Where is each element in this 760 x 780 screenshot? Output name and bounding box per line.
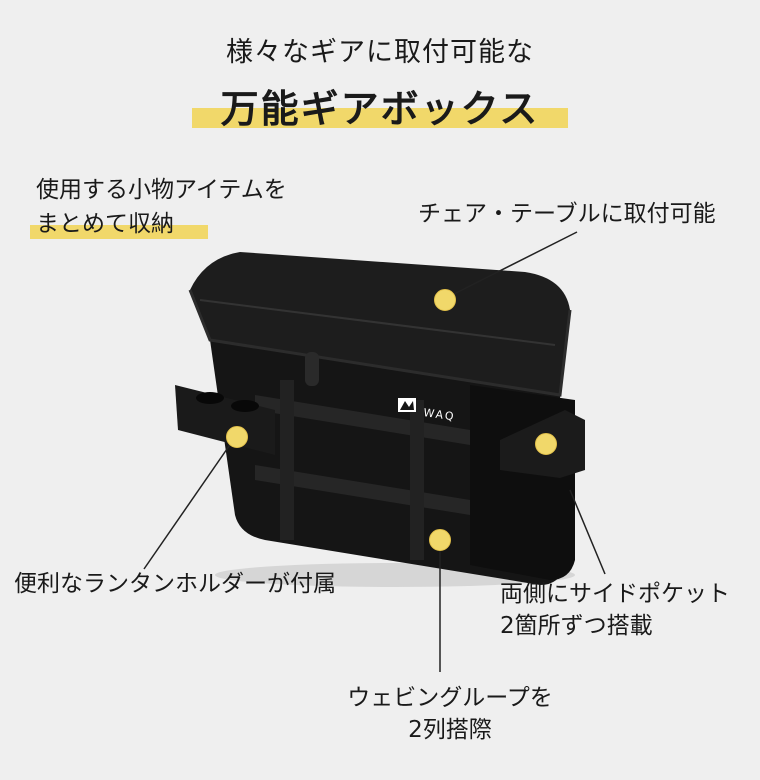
webbing-label-line1: ウェビングループを — [347, 685, 553, 711]
subtitle: 様々なギアに取付可能な — [226, 37, 534, 68]
vertical-strap — [280, 380, 294, 540]
zipper — [199, 299, 556, 346]
webbing-label-line2: 2列搭際 — [408, 717, 492, 743]
organize-label-line1: 使用する小物アイテムを — [36, 177, 287, 203]
callout-line — [443, 231, 578, 300]
callout-dot — [434, 289, 456, 311]
title-block: 万能ギアボックス — [190, 78, 570, 131]
title-highlight — [192, 108, 568, 128]
callout-dot — [535, 433, 557, 455]
callout-dot — [429, 529, 451, 551]
callout-dot — [226, 426, 248, 448]
organize-label-line2: まとめて収納 — [36, 211, 174, 237]
page-title: 万能ギアボックス — [220, 87, 540, 131]
brand-logo — [398, 398, 416, 412]
lantern-holder — [175, 385, 275, 455]
zipper-pull — [305, 352, 319, 386]
brand-text: WAQ — [423, 406, 457, 423]
lantern-holder-label: 便利なランタンホルダーが付属 — [14, 571, 336, 597]
vertical-strap — [410, 400, 424, 560]
side-pocket-label-line1: 両側にサイドポケット — [500, 581, 730, 607]
side-pocket-label-line2: 2箇所ずつ搭載 — [500, 613, 653, 639]
chair-table-label: チェア・テーブルに取付可能 — [418, 201, 716, 227]
callout-line — [569, 489, 606, 575]
organize-highlight — [30, 225, 208, 239]
callout-line — [143, 435, 237, 570]
